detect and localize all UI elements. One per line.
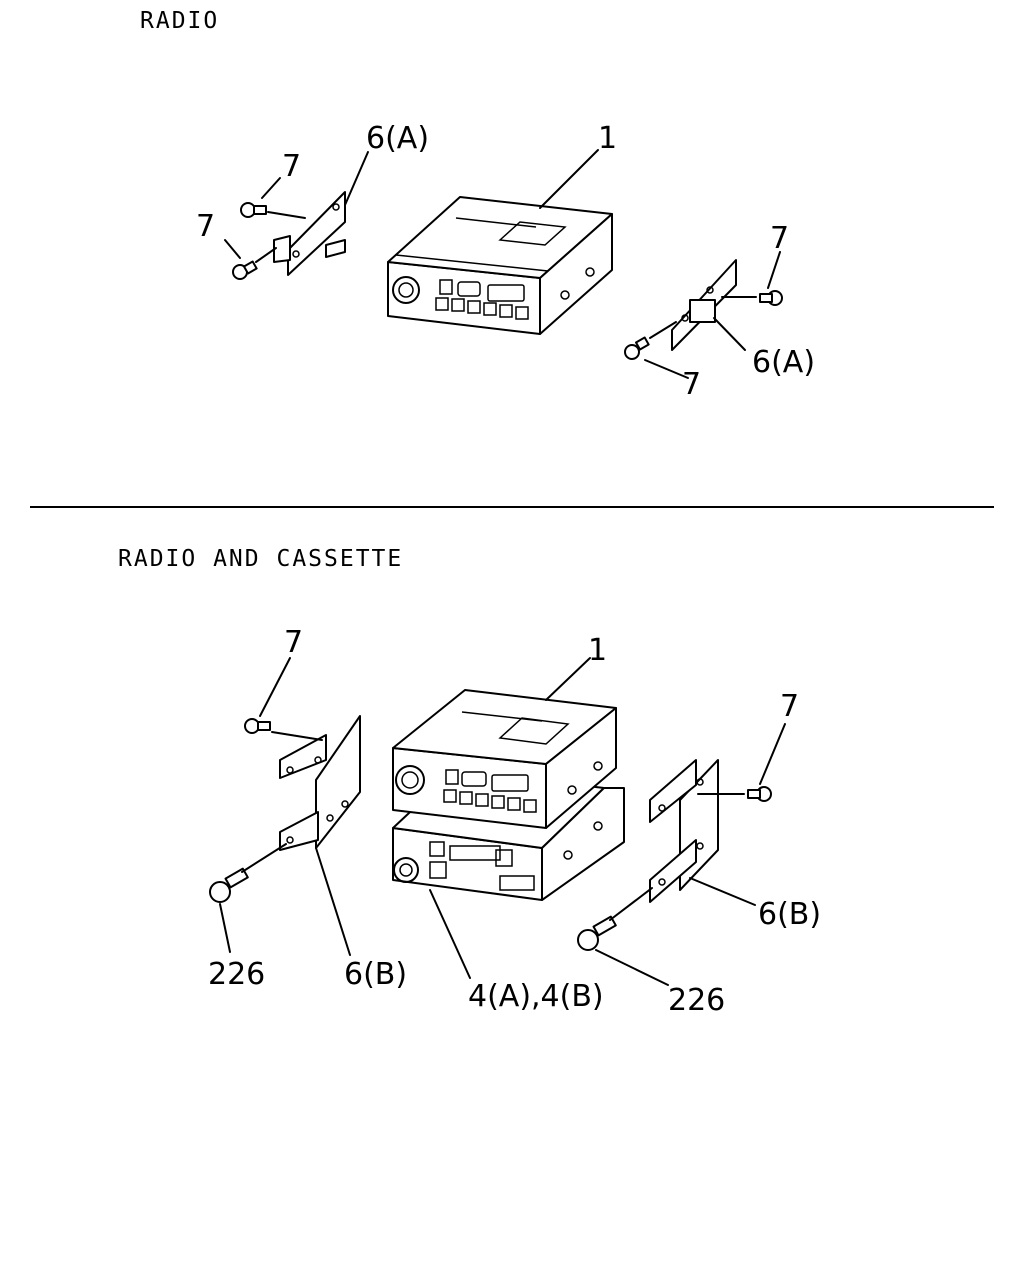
cassette-screw-left: [244, 718, 271, 734]
cassette-screw-right: [747, 786, 772, 802]
radio-leader-lines: [224, 149, 781, 379]
callout-radio-screw-3: 7: [770, 221, 789, 256]
callout-radio-screw-2: 7: [196, 209, 215, 244]
callout-radio-screw-4: 7: [682, 367, 701, 402]
radio-cassette-radio-unit: [392, 689, 617, 829]
callout-radio-unit: 1: [598, 121, 617, 156]
radio-cassette-leader-lines: [219, 657, 786, 986]
radio-bracket-left: [273, 191, 346, 276]
radio-screw-4: [624, 336, 650, 360]
radio-screw-2: [232, 260, 258, 280]
callout-cassette-bolt-left: 226: [208, 957, 265, 992]
radio-screw-1: [240, 202, 267, 218]
section-title-radio: RADIO: [140, 8, 219, 34]
callout-cassette-radio-unit: 1: [588, 633, 607, 668]
radio-unit: [387, 196, 613, 335]
cassette-bracket-right: [649, 759, 719, 903]
callout-cassette-bolt-right: 226: [668, 983, 725, 1018]
callout-radio-bracket-left: 6(A): [366, 121, 429, 156]
callout-radio-screw-1: 7: [282, 149, 301, 184]
cassette-bolt-right: [577, 915, 617, 951]
callout-cassette-screw-right: 7: [780, 689, 799, 724]
section-title-radio-cassette: RADIO AND CASSETTE: [118, 546, 403, 572]
radio-screw-3: [759, 290, 783, 306]
callout-cassette-screw-left: 7: [284, 625, 303, 660]
cassette-bracket-left: [279, 715, 361, 851]
callout-cassette-unit: 4(A),4(B): [468, 979, 604, 1014]
cassette-bolt-left: [209, 867, 249, 903]
callout-cassette-bracket-left: 6(B): [344, 957, 407, 992]
callout-radio-bracket-right: 6(A): [752, 345, 815, 380]
radio-bracket-right: [671, 259, 737, 351]
callout-cassette-bracket-right: 6(B): [758, 897, 821, 932]
